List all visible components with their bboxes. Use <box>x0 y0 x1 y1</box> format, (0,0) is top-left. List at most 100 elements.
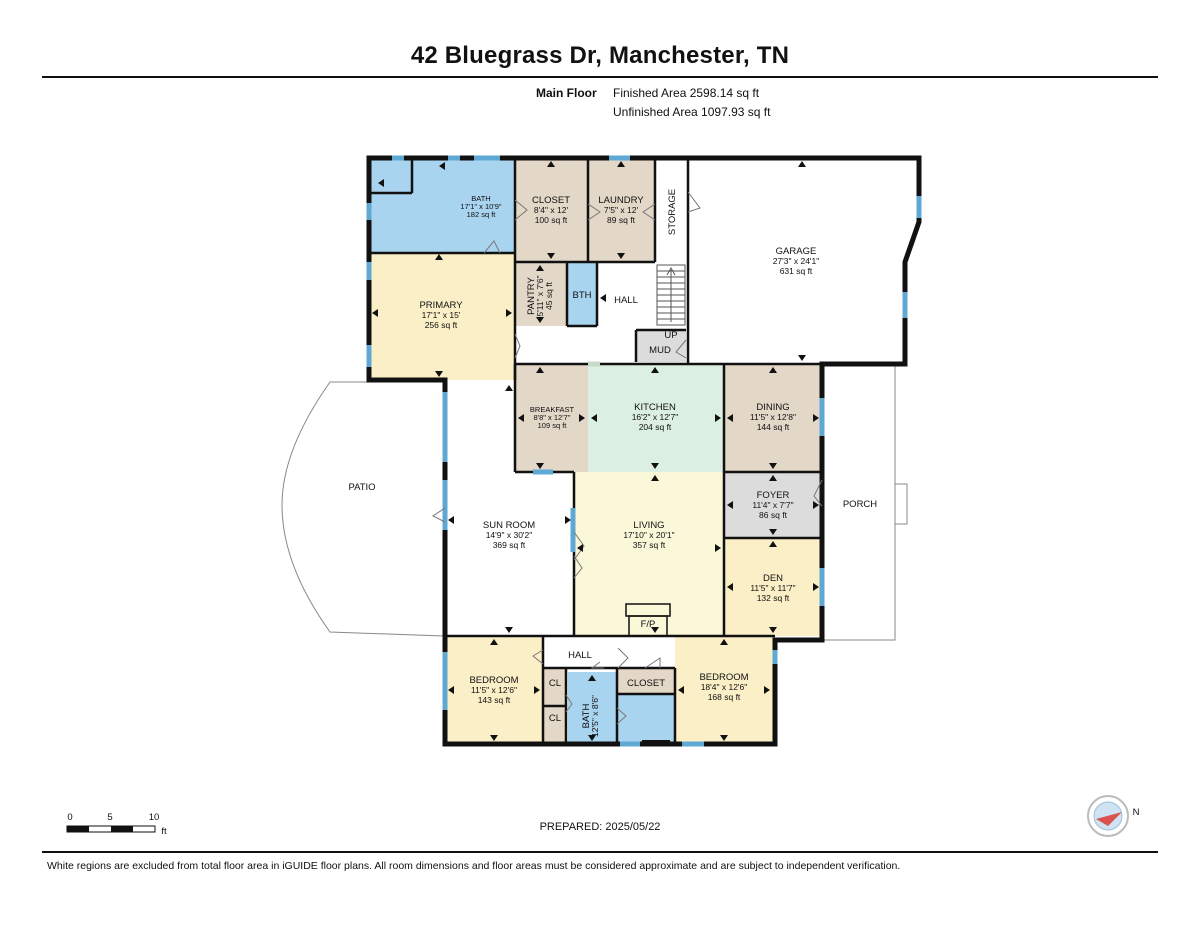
header-divider <box>42 76 1158 78</box>
bath-primary-area: 182 sq ft <box>467 210 497 219</box>
pantry-fill <box>515 262 567 326</box>
scale-label-10: 10 <box>149 812 160 823</box>
scale-label-0: 0 <box>67 812 72 823</box>
foyer-fill <box>724 472 822 538</box>
bedroom-right-name: BEDROOM <box>699 672 748 683</box>
patio-name: PATIO <box>348 482 375 493</box>
pantry-dims: 5'11" x 7'6" <box>535 275 545 316</box>
sun-room-area: 369 sq ft <box>493 540 526 550</box>
closet-top-name: CLOSET <box>532 195 570 206</box>
room-labels: BATH 17'1" x 10'9" 182 sq ft CLOSET 8'4"… <box>348 189 877 737</box>
sun-room-name: SUN ROOM <box>483 520 535 531</box>
porch-name: PORCH <box>843 499 877 510</box>
kitchen-dims: 16'2" x 12'7" <box>632 412 679 422</box>
disclaimer: White regions are excluded from total fl… <box>47 860 901 872</box>
mud-fill <box>636 330 686 362</box>
footer-divider <box>42 851 1158 853</box>
bath-bottom-tub-edge <box>642 740 670 746</box>
living-name: LIVING <box>633 520 664 531</box>
unfinished-area: Unfinished Area 1097.93 sq ft <box>613 105 771 119</box>
pantry-name: PANTRY <box>526 277 537 315</box>
den-dims: 11'5" x 11'7" <box>750 583 795 593</box>
kitchen-name: KITCHEN <box>634 402 676 413</box>
bedroom-left-dims: 11'5" x 12'6" <box>471 685 517 695</box>
finished-area: Finished Area 2598.14 sq ft <box>613 86 760 100</box>
prepared-date: PREPARED: 2025/05/22 <box>539 821 661 833</box>
garage-dims: 27'3" x 24'1" <box>773 256 820 266</box>
primary-name: PRIMARY <box>419 300 463 311</box>
bth-name: BTH <box>573 290 592 301</box>
garage-name: GARAGE <box>776 246 817 257</box>
closet-top-dims: 8'4" x 12' <box>534 205 569 215</box>
hall-bottom-name: HALL <box>568 650 592 661</box>
bedroom-left-name: BEDROOM <box>469 675 518 686</box>
breakfast-area: 109 sq ft <box>538 421 568 430</box>
bath-primary-name: BATH <box>471 194 490 203</box>
door-swings <box>432 191 823 725</box>
kitchen-fill <box>588 364 724 472</box>
interior-walls <box>369 158 822 744</box>
compass-label: N <box>1133 807 1140 818</box>
den-area: 132 sq ft <box>757 593 790 603</box>
patio-outline <box>281 381 445 637</box>
cl-bottom-fill <box>543 706 566 744</box>
bedroom-left-area: 143 sq ft <box>478 695 511 705</box>
fp-name: F/P <box>641 619 656 630</box>
cl-bottom-name: CL <box>549 713 561 724</box>
bath-bottom-fill <box>568 672 616 744</box>
exterior-walls <box>366 155 922 747</box>
fireplace <box>625 603 671 637</box>
compass-icon: N <box>1087 795 1140 837</box>
bedroom-right-fill <box>675 636 773 744</box>
page-title: 42 Bluegrass Dr, Manchester, TN <box>410 42 790 69</box>
pantry-area: 45 sq ft <box>544 281 554 310</box>
foyer-dims: 11'4" x 7'7" <box>752 500 793 510</box>
scale-seg-1 <box>67 826 89 832</box>
cl-top-fill <box>543 668 566 706</box>
bath-bottom-name: BATH <box>581 704 592 729</box>
laundry-dims: 7'5" x 12' <box>604 205 639 215</box>
stairs <box>656 264 686 326</box>
dining-area: 144 sq ft <box>757 422 790 432</box>
breakfast-fill <box>515 364 588 472</box>
dining-dims: 11'5" x 12'8" <box>750 412 796 422</box>
bath-primary-dims: 17'1" x 10'9" <box>460 202 501 211</box>
breakfast-dims: 8'8" x 12'7" <box>534 413 571 422</box>
closet-top-area: 100 sq ft <box>535 215 568 225</box>
primary-dims: 17'1" x 15' <box>422 310 461 320</box>
foyer-area: 86 sq ft <box>759 510 788 520</box>
cl-top-name: CL <box>549 678 561 689</box>
storage-name: STORAGE <box>667 189 678 235</box>
bedroom-left-fill <box>445 636 543 744</box>
scale-label-5: 5 <box>107 812 112 823</box>
laundry-area: 89 sq ft <box>607 215 636 225</box>
bedroom-right-dims: 18'4" x 12'6" <box>701 682 748 692</box>
laundry-name: LAUNDRY <box>598 195 644 206</box>
bath-primary-fill <box>369 158 515 253</box>
scale-bar: 0 5 10 ft <box>66 812 167 837</box>
living-dims: 17'10" x 20'1" <box>623 530 674 540</box>
closet-bottom-fill <box>618 668 675 694</box>
porch-step <box>894 483 908 525</box>
hall-top-name: HALL <box>614 295 638 306</box>
den-fill <box>724 538 822 636</box>
floor-label: Main Floor <box>536 86 597 100</box>
den-name: DEN <box>763 573 783 584</box>
scale-seg-3 <box>111 826 133 832</box>
mud-name: MUD <box>649 345 671 356</box>
kitchen-area: 204 sq ft <box>639 422 672 432</box>
garage-area: 631 sq ft <box>780 266 813 276</box>
bath-bottom-right-fill <box>618 694 675 744</box>
foyer-name: FOYER <box>757 490 790 501</box>
sun-room-dims: 14'9" x 30'2" <box>486 530 533 540</box>
living-area: 357 sq ft <box>633 540 666 550</box>
laundry-fill <box>588 158 655 262</box>
closet-bottom-name: CLOSET <box>627 678 665 689</box>
dining-name: DINING <box>756 402 789 413</box>
bedroom-right-area: 168 sq ft <box>708 692 741 702</box>
primary-fill <box>369 253 515 380</box>
room-fills <box>369 158 822 744</box>
primary-area: 256 sq ft <box>425 320 458 330</box>
bth-fill <box>567 262 597 326</box>
